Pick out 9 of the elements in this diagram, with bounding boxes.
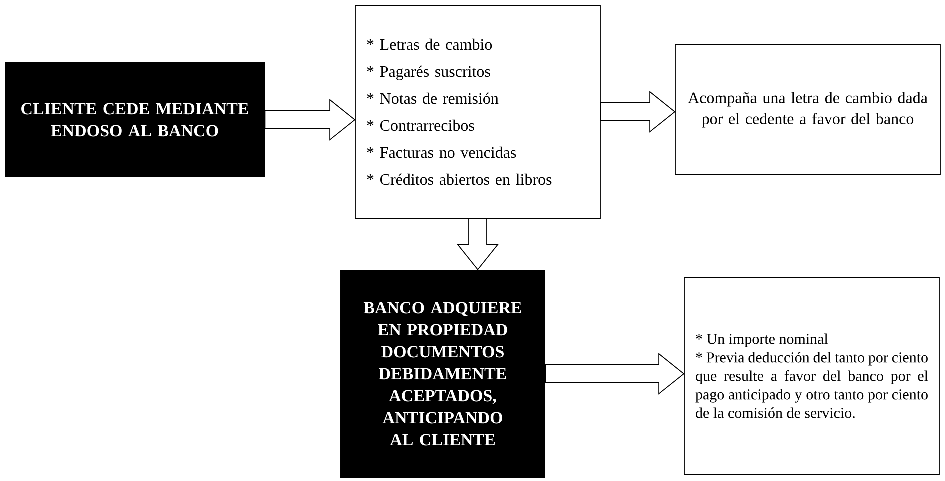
block-arrow <box>600 91 676 133</box>
block-arrow <box>457 218 499 271</box>
dark-box: CLIENTE CEDE MEDIANTE ENDOSO AL BANCO <box>5 62 265 178</box>
block-arrow <box>264 99 356 141</box>
text-box: Acompaña una letra de cambio dada por el cedente a favor del banco <box>675 44 941 176</box>
list-box: * Letras de cambio * Pagarés suscritos * Notas de remisión * Contrarrecibos * Facturas no vencidas * Créditos abiertos en libros <box>355 5 601 219</box>
dark-box: BANCO ADQUIERE EN PROPIEDAD DOCUMENTOS DEBIDAMENTE ACEPTADOS, ANTICIPANDO AL CLIENTE <box>340 270 546 478</box>
block-arrow <box>545 353 685 395</box>
text-box: * Un importe nominal * Previa deducción del tanto por ciento que resulte a favor del banco por el pago anticipado y otro tanto por ciento de la comisión de servicio. <box>684 277 940 475</box>
